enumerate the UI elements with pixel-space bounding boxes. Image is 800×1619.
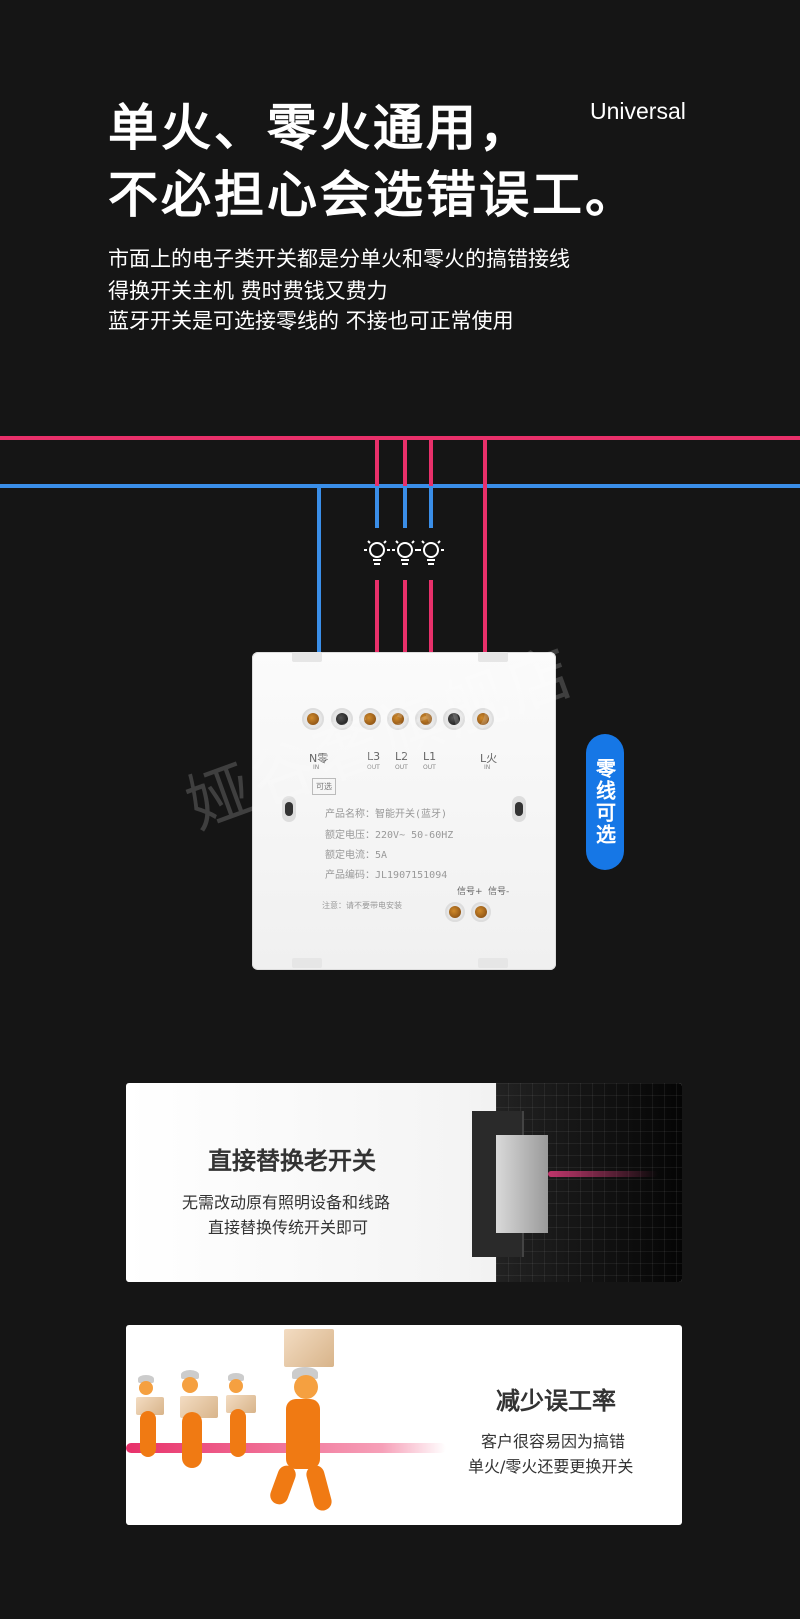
light-bulb-icon — [392, 540, 418, 565]
optional-tag: 可选 — [312, 778, 336, 795]
english-subtitle: Universal — [590, 98, 686, 124]
rated-current: 额定电流：5A — [325, 850, 388, 861]
description-line-1: 市面上的电子类开关都是分单火和零火的搞错接线 — [108, 247, 570, 271]
terminal-label-l2: L2 — [395, 750, 409, 763]
switch-back-panel: N零 IN L3 OUT L2 OUT L1 OUT L火 IN 可选 产品名称… — [252, 652, 556, 970]
mounting-slot — [512, 796, 526, 822]
signal-minus-label: 信号- — [488, 887, 510, 897]
card-text-line-2: 单火/零火还要更换开关 — [468, 1457, 634, 1476]
light-bulb-icon — [418, 540, 444, 565]
product-code: 产品编码：JL1907151094 — [325, 870, 448, 881]
page-title-line-1: 单火、零火通用， — [108, 99, 532, 157]
signal-terminal — [471, 902, 491, 922]
terminal-l — [472, 708, 494, 730]
feature-card-reduce-errors: 减少误工率 客户很容易因为搞错 单火/零火还要更换开关 — [126, 1325, 682, 1525]
card-text-line-2: 直接替换传统开关即可 — [208, 1218, 369, 1237]
product-name: 产品名称：智能开关(蓝牙) — [325, 809, 448, 820]
wall-switch-illustration — [472, 1083, 682, 1282]
page-title-line-2: 不必担心会选错误工。 — [108, 166, 638, 224]
light-bulb-icon — [364, 540, 390, 565]
card-text-line-1: 客户很容易因为搞错 — [481, 1432, 626, 1451]
terminal-blank — [443, 708, 465, 730]
terminal-label-l1: L1 — [423, 750, 437, 763]
signal-terminal — [445, 902, 465, 922]
mounting-slot — [282, 796, 296, 822]
rated-voltage: 额定电压：220V~ 50-60HZ — [325, 830, 454, 841]
terminal-label-l3: L3 — [367, 750, 381, 763]
install-notice: 注意：请不要带电安装 — [322, 901, 402, 910]
terminal-label-l: L火 — [480, 752, 498, 765]
neutral-optional-badge: 零线可选 — [586, 734, 624, 870]
signal-plus-label: 信号+ — [457, 887, 483, 897]
terminal-n — [302, 708, 324, 730]
card-text-line-1: 无需改动原有照明设备和线路 — [182, 1193, 391, 1212]
feature-card-replace: 直接替换老开关 无需改动原有照明设备和线路 直接替换传统开关即可 — [126, 1083, 682, 1282]
card-title: 直接替换老开关 — [208, 1147, 376, 1175]
terminal-blank — [331, 708, 353, 730]
description-line-2: 得换开关主机 费时费钱又费力 — [108, 279, 388, 303]
terminal-l2 — [387, 708, 409, 730]
terminal-label-n: N零 — [309, 752, 329, 765]
terminal-l3 — [359, 708, 381, 730]
description-line-3: 蓝牙开关是可选接零线的 不接也可正常使用 — [108, 309, 514, 333]
card-title: 减少误工率 — [496, 1387, 616, 1415]
terminal-l1 — [415, 708, 437, 730]
